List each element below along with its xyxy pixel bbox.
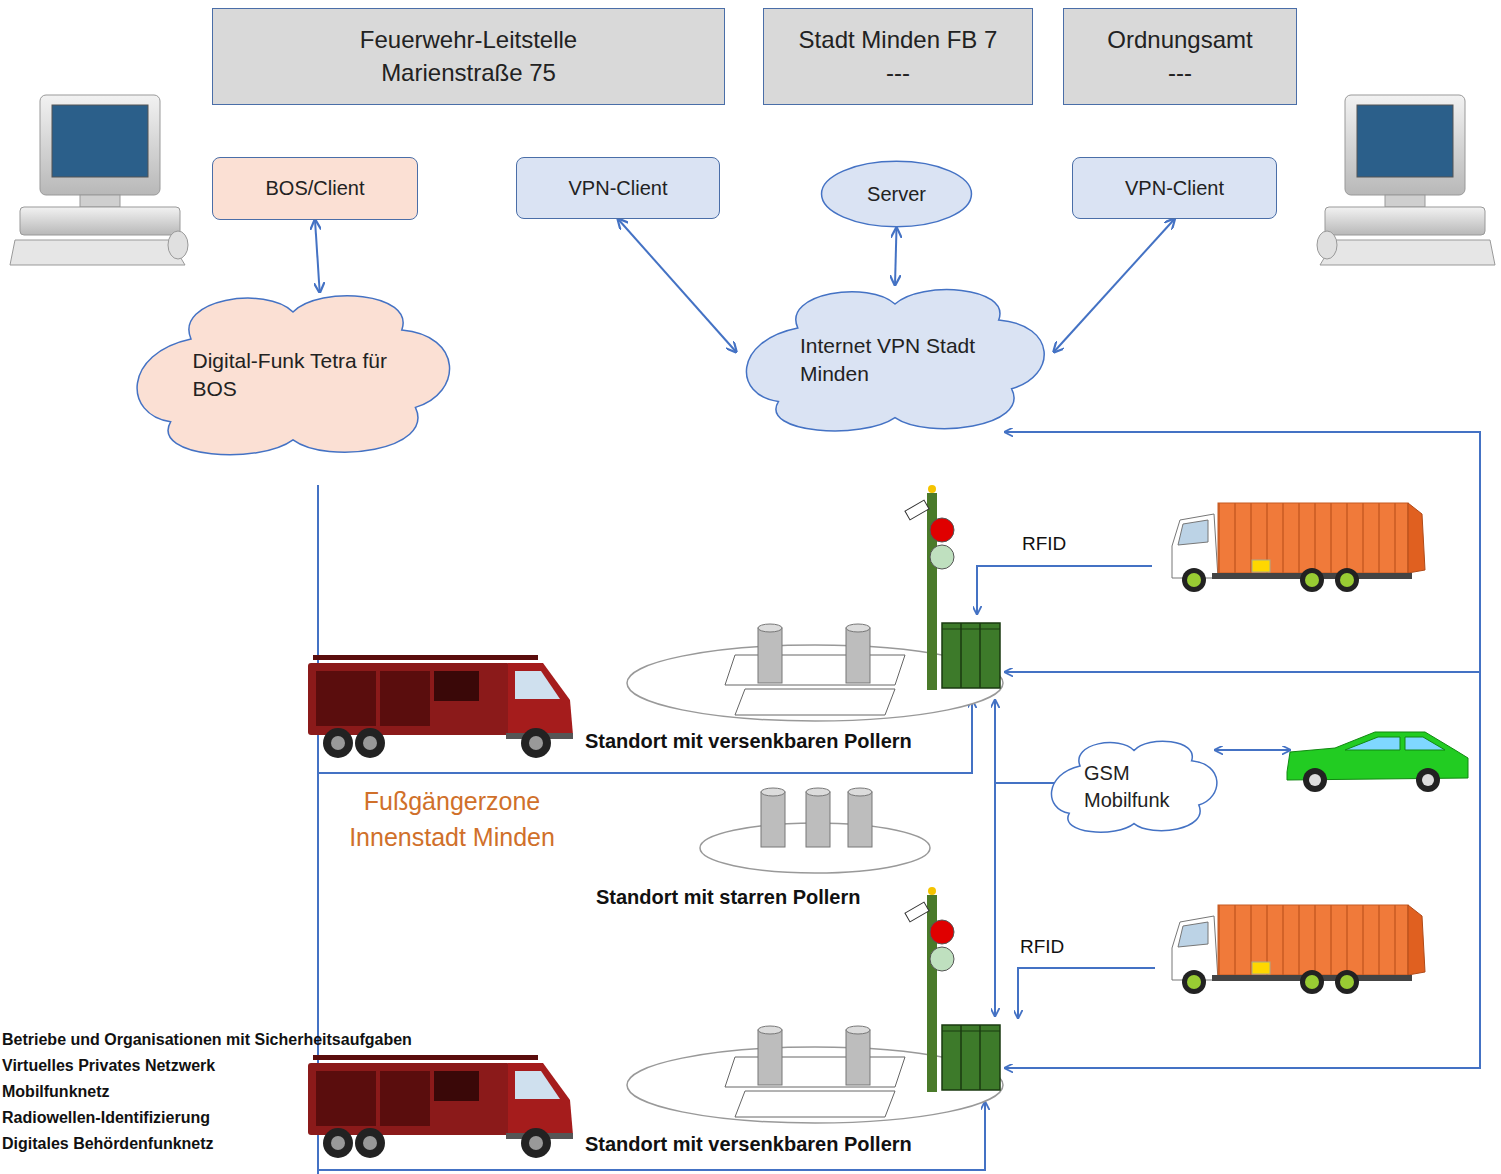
node-text: VPN-Client (569, 175, 668, 202)
cloud-outline (123, 285, 463, 465)
traffic-light-controller (905, 887, 1000, 1092)
node-text: BOS/Client (266, 175, 365, 202)
connector-arrow (895, 228, 897, 285)
node-text: Digital-Funk Tetra für BOS (193, 347, 393, 404)
network-cloud: Internet VPN Stadt Minden (733, 280, 1057, 440)
cloud-outline (733, 280, 1057, 440)
glossary-line: Digitales Behördenfunknetz (2, 1132, 214, 1155)
client-box: BOS/Client (212, 157, 418, 220)
node-text: Stadt Minden FB 7 (799, 24, 998, 56)
zone-label: Fußgängerzone Innenstadt Minden (327, 783, 577, 856)
site-label: Standort mit starren Pollern (596, 883, 861, 912)
network-cloud: GSM Mobilfunk (1044, 735, 1224, 838)
connector-arrow (315, 220, 320, 292)
organization-box: Ordnungsamt--- (1063, 8, 1297, 105)
node-text: Internet VPN Stadt Minden (800, 332, 990, 389)
fixed-bollards (700, 788, 930, 873)
computer-icon (1317, 95, 1495, 265)
client-box: VPN-Client (1072, 157, 1277, 219)
node-text: Server (867, 181, 926, 208)
car (1287, 732, 1468, 792)
node-text: Ordnungsamt (1107, 24, 1252, 56)
node-text: VPN-Client (1125, 175, 1224, 202)
computer-icon (10, 95, 188, 265)
connector-arrow (618, 219, 736, 352)
node-text: --- (886, 57, 910, 89)
server-ellipse: Server (820, 160, 973, 228)
network-cloud: Digital-Funk Tetra für BOS (123, 285, 463, 465)
node-text: Feuerwehr-Leitstelle Marienstraße 75 (319, 24, 619, 89)
cloud-outline (1044, 735, 1224, 838)
connector-arrow (1054, 219, 1175, 352)
fire-truck (308, 1055, 573, 1158)
glossary-line: Virtuelles Privates Netzwerk (2, 1054, 215, 1077)
rfid-label: RFID (1020, 933, 1064, 961)
garbage-truck (1172, 905, 1425, 994)
client-box: VPN-Client (516, 157, 720, 219)
traffic-light-controller (905, 485, 1000, 690)
site-label: Standort mit versenkbaren Pollern (585, 1130, 912, 1159)
glossary-line: Mobilfunknetz (2, 1080, 110, 1103)
wire (318, 432, 1480, 1174)
ellipse-outline (820, 160, 973, 228)
garbage-truck (1172, 503, 1425, 592)
node-text: GSM Mobilfunk (1084, 760, 1184, 814)
site-label: Standort mit versenkbaren Pollern (585, 727, 912, 756)
rfid-label: RFID (1022, 530, 1066, 558)
glossary-line: Betriebe und Organisationen mit Sicherhe… (2, 1028, 412, 1051)
node-text: --- (1168, 57, 1192, 89)
fire-truck (308, 655, 573, 758)
organization-box: Stadt Minden FB 7--- (763, 8, 1033, 105)
glossary-line: Radiowellen-Identifizierung (2, 1106, 210, 1129)
organization-box: Feuerwehr-Leitstelle Marienstraße 75 (212, 8, 725, 105)
